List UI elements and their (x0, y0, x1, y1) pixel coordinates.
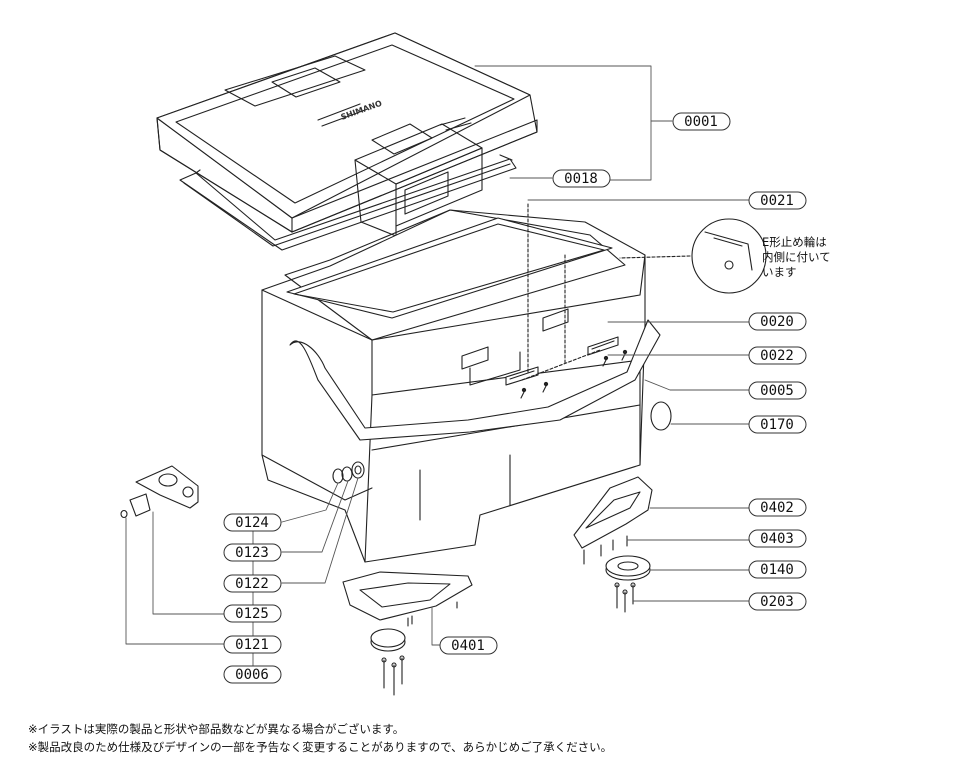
label-0022: 0022 (760, 348, 794, 364)
cooler-body (261, 209, 646, 563)
label-0401: 0401 (451, 638, 485, 654)
foot-left (342, 571, 473, 696)
callout-note-line-2: 内側に付いて (762, 250, 831, 264)
hinge-assembly (505, 203, 628, 399)
label-0021: 0021 (760, 193, 794, 209)
footnote-spec-change-disclaimer: ※製品改良のため仕様及びデザインの一部を予告なく変更することがありますので、あら… (28, 740, 613, 754)
label-0124: 0124 (235, 515, 269, 531)
handle-part (289, 319, 661, 441)
label-0203: 0203 (760, 594, 794, 610)
label-0170: 0170 (760, 417, 794, 433)
label-0122: 0122 (235, 576, 269, 592)
gasket-part (179, 154, 517, 251)
label-0121: 0121 (235, 637, 269, 653)
foot-right (573, 476, 653, 613)
label-0018: 0018 (564, 171, 598, 187)
label-0123: 0123 (235, 545, 269, 561)
callout-note-line-3: います (762, 265, 797, 279)
part-label-pills (223, 112, 807, 684)
label-0001: 0001 (684, 114, 718, 130)
label-0005: 0005 (760, 383, 794, 399)
lid-part (156, 32, 538, 237)
callout-note-line-1: E形止め輪は (762, 235, 827, 249)
label-0140: 0140 (760, 562, 794, 578)
leader-lines (125, 65, 750, 667)
side-window-part (650, 401, 672, 431)
detail-callout-circle (619, 218, 767, 294)
label-0403: 0403 (760, 531, 794, 547)
label-0006: 0006 (235, 667, 269, 683)
label-0020: 0020 (760, 314, 794, 330)
label-0402: 0402 (760, 500, 794, 516)
footnote-illustration-disclaimer: ※イラストは実際の製品と形状や部品数などが異なる場合がございます。 (28, 722, 405, 736)
label-0125: 0125 (235, 606, 269, 622)
